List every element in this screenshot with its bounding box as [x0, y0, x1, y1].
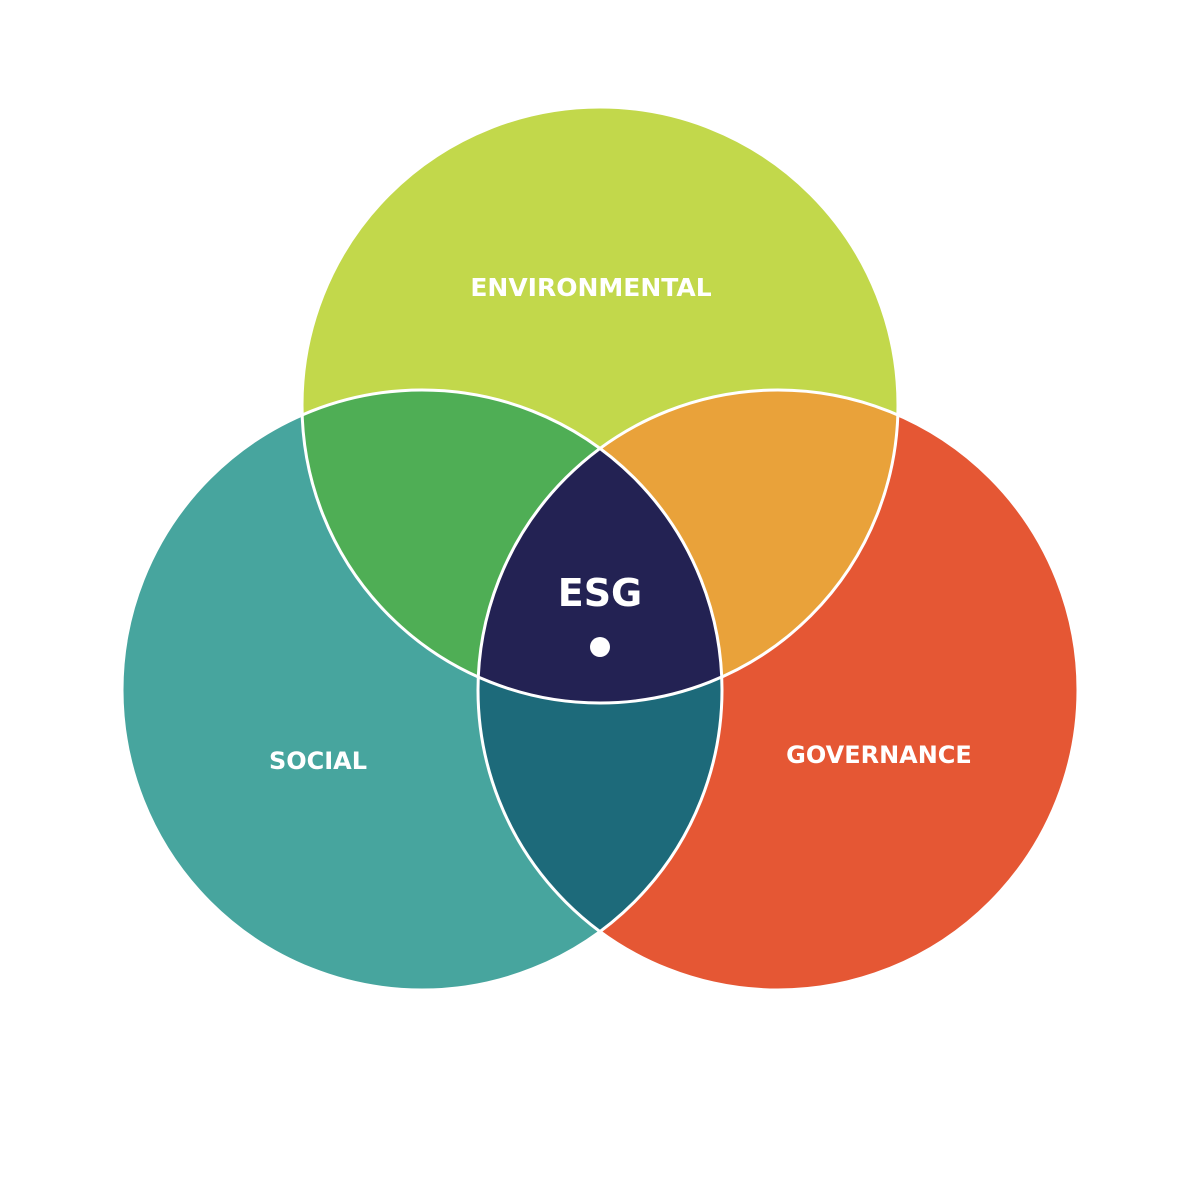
social-label: SOCIAL [269, 747, 367, 775]
esg-center-overlap [478, 390, 722, 703]
environmental-label: ENVIRONMENTAL [470, 273, 711, 302]
center-dot [590, 637, 610, 657]
esg-label: ESG [558, 571, 643, 615]
circle-outlines [120, 105, 1080, 992]
governance-label: GOVERNANCE [786, 741, 972, 769]
